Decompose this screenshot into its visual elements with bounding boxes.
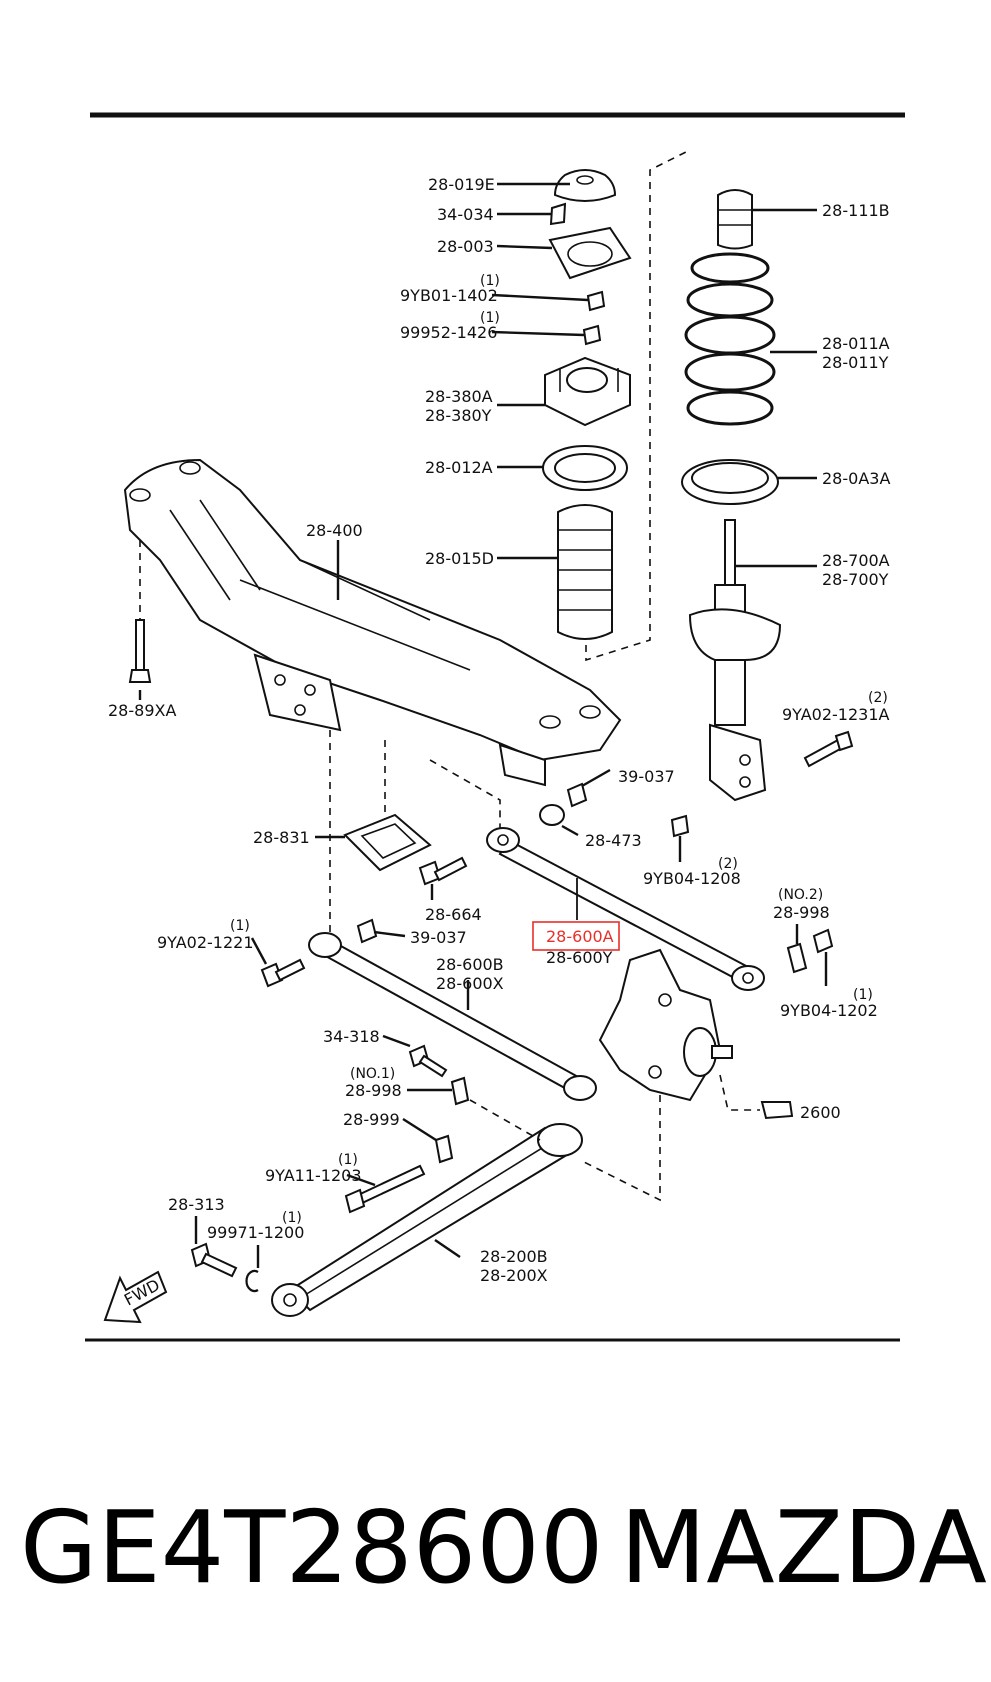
label-99952-1426: 99952-1426 [400, 323, 497, 342]
label-28-998-no2: 28-998 [773, 903, 830, 922]
label-28-700a: 28-700A [822, 551, 890, 570]
bolt-9ya11-part[interactable] [344, 1164, 426, 1214]
arrow-2600-dash [719, 1074, 760, 1111]
bolt-28-89xa-part[interactable] [128, 619, 152, 683]
shim-998-no1-part[interactable] [450, 1076, 470, 1106]
nut-34034-part[interactable] [549, 202, 567, 226]
label-9ya02-1221: 9YA02-1221 [157, 933, 254, 952]
label-28-400: 28-400 [306, 521, 363, 540]
label-34-034: 34-034 [437, 205, 494, 224]
label-28-011y: 28-011Y [822, 353, 889, 372]
crossmember-part[interactable] [123, 458, 622, 787]
lateral-link-28600a-part[interactable] [486, 827, 765, 991]
nut-9yb04-1202-part[interactable] [812, 928, 834, 954]
fwd-arrow: FWD [103, 1270, 168, 1324]
nut-9yb01-part[interactable] [586, 290, 606, 312]
label-28-600b: 28-600B [436, 955, 504, 974]
nut-39037-mid-part[interactable] [356, 918, 378, 944]
label-28-313: 28-313 [168, 1195, 225, 1214]
label-28-89xa: 28-89XA [108, 701, 176, 720]
qty-9ya02-1231a: (2) [868, 690, 888, 706]
mount-rubber-part[interactable] [553, 169, 617, 202]
plate-28003-part[interactable] [548, 226, 632, 280]
label-28-111b: 28-111B [822, 201, 890, 220]
trailing-arm-part[interactable] [271, 1123, 583, 1317]
label-28-019e: 28-019E [428, 175, 495, 194]
part-number-caption: GE4T28600 [20, 1489, 604, 1606]
bolt-34318-part[interactable] [408, 1044, 448, 1078]
label-28-600x: 28-600X [436, 974, 504, 993]
label-28-600a: 28-600A [546, 927, 614, 946]
bolt-28313-part[interactable] [190, 1242, 238, 1278]
label-99971-1200: 99971-1200 [207, 1223, 304, 1242]
nut-99952-part[interactable] [582, 324, 602, 346]
label-28-700y: 28-700Y [822, 570, 889, 589]
label-2600: 2600 [800, 1103, 841, 1122]
brand-caption: MAZDA [620, 1489, 987, 1606]
bracket-28831-part[interactable] [343, 813, 432, 872]
label-28-473: 28-473 [585, 831, 642, 850]
shim-998-no2-part[interactable] [786, 942, 808, 974]
label-28-999: 28-999 [343, 1110, 400, 1129]
qty-28-998-no2: (NO.2) [778, 887, 823, 903]
label-28-380a: 28-380A [425, 387, 493, 406]
label-28-998-no1: 28-998 [345, 1081, 402, 1100]
spring-seat-part[interactable] [681, 459, 779, 505]
washer-28999-part[interactable] [434, 1134, 454, 1164]
label-28-0a3a: 28-0A3A [822, 469, 890, 488]
qty-9ya02-1221: (1) [230, 918, 250, 934]
trailing-dash [469, 1099, 541, 1141]
label-9ya11-1203: 9YA11-1203 [265, 1166, 362, 1185]
label-39-037-top: 39-037 [618, 767, 675, 786]
label-28-380y: 28-380Y [425, 406, 492, 425]
stack-dash-right [585, 149, 691, 662]
dust-boot-part[interactable] [557, 504, 613, 640]
qty-9yb01-1402: (1) [480, 273, 500, 289]
label-34-318: 34-318 [323, 1027, 380, 1046]
label-28-003: 28-003 [437, 237, 494, 256]
label-28-011a: 28-011A [822, 334, 890, 353]
nut-39037-top-part[interactable] [566, 782, 588, 808]
qty-9yb04-1202: (1) [853, 987, 873, 1003]
qty-99971-1200: (1) [282, 1210, 302, 1226]
label-9yb04-1208: 9YB04-1208 [643, 869, 741, 888]
nut-9yb04-1208-part[interactable] [670, 814, 690, 838]
shock-absorber-part[interactable] [688, 519, 782, 802]
knuckle-dash [579, 1095, 661, 1202]
bolt-9ya02-1221-part[interactable] [260, 958, 306, 988]
label-28-012a: 28-012A [425, 458, 493, 477]
bolt-28664-part[interactable] [418, 856, 468, 886]
crossmember-dash-right [429, 759, 501, 830]
qty-99952-1426: (1) [480, 310, 500, 326]
label-28-200b: 28-200B [480, 1247, 548, 1266]
knuckle-part[interactable] [598, 948, 733, 1102]
label-39-037-mid: 39-037 [410, 928, 467, 947]
leader-lines [138, 182, 828, 1268]
bump-ring-part[interactable] [542, 445, 628, 491]
highlight-box-28-600a [532, 921, 620, 951]
upper-mount-part[interactable] [544, 356, 631, 427]
lateral-link-28600b-part[interactable] [308, 932, 597, 1101]
coil-spring-part[interactable] [684, 252, 776, 426]
bump-stop-part[interactable] [717, 189, 753, 250]
pointer-hand-icon [760, 1101, 794, 1120]
label-28-664: 28-664 [425, 905, 482, 924]
bushing-28473-part[interactable] [539, 804, 565, 826]
label-9yb04-1202: 9YB04-1202 [780, 1001, 878, 1020]
label-28-015d: 28-015D [425, 549, 494, 568]
qty-9ya11-1203: (1) [338, 1152, 358, 1168]
label-28-200x: 28-200X [480, 1266, 548, 1285]
label-9ya02-1231a: 9YA02-1231A [782, 705, 890, 724]
bolt-9ya02-1231-part[interactable] [803, 730, 854, 768]
qty-9yb04-1208: (2) [718, 856, 738, 872]
qty-28-998-no1: (NO.1) [350, 1066, 395, 1082]
label-28-831: 28-831 [253, 828, 310, 847]
clip-99971-part[interactable] [245, 1269, 259, 1293]
label-9yb01-1402: 9YB01-1402 [400, 286, 498, 305]
label-28-600y: 28-600Y [546, 948, 613, 967]
